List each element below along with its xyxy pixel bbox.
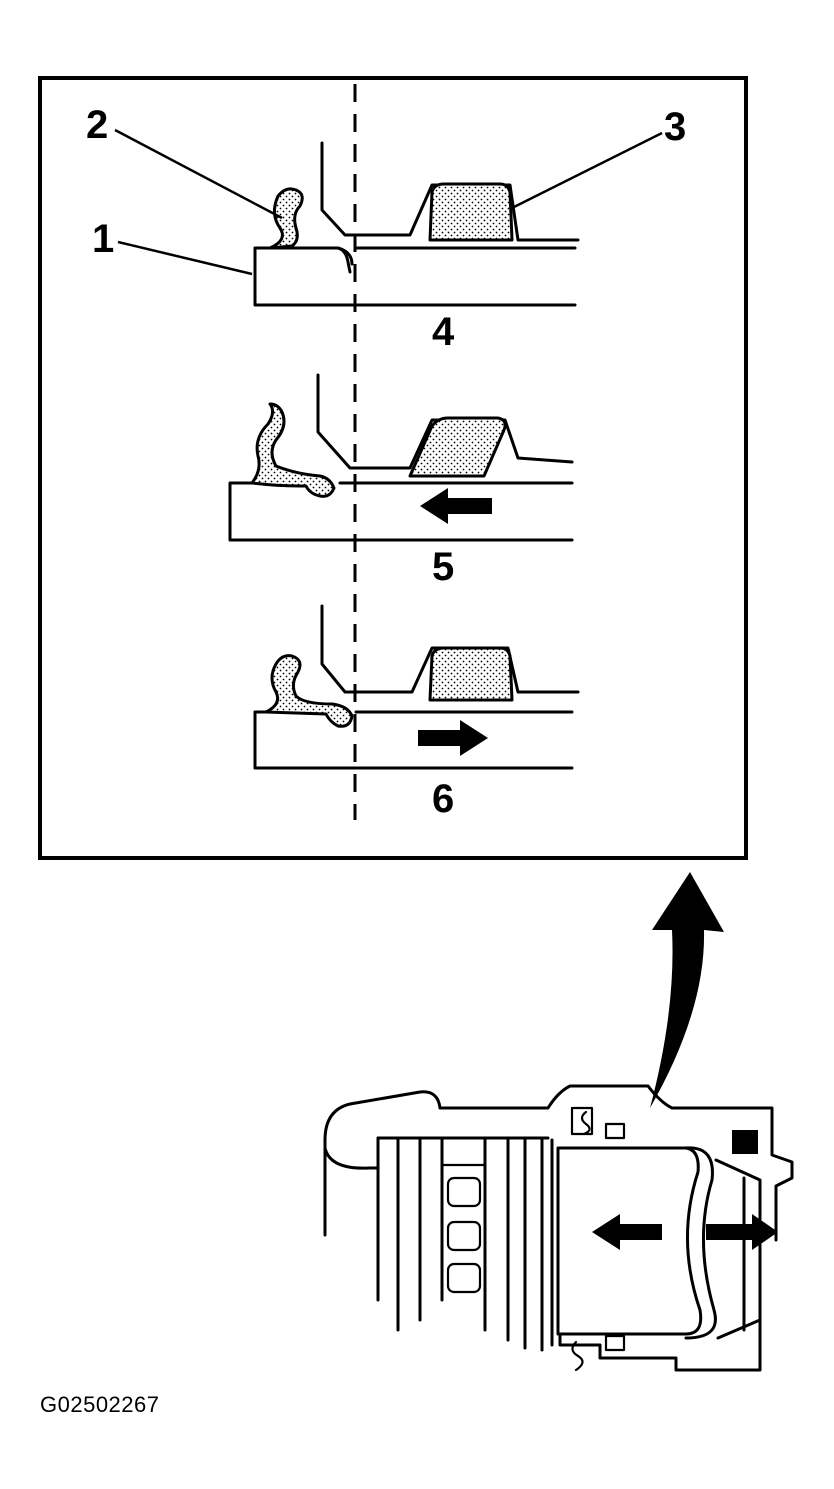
callout-3: 3: [664, 105, 686, 149]
square-seal: [732, 1130, 758, 1154]
callout-1: 1: [92, 217, 114, 261]
leader-1: [117, 240, 253, 276]
caliper-cross-section: [323, 1084, 794, 1372]
stage-6-piston-retracted: [253, 604, 580, 770]
leader-2: [114, 128, 283, 220]
callout-2: 2: [86, 103, 108, 147]
arrow-right-icon: [418, 720, 488, 756]
stage-4-seal-relaxed: [253, 141, 580, 307]
arrow-left-icon: [420, 488, 492, 524]
curved-arrow-icon: [650, 872, 724, 1108]
detail-frame: [38, 76, 748, 860]
piston-arrow-left-icon: [592, 1214, 662, 1250]
callout-6: 6: [432, 777, 454, 821]
stage-5-piston-out: [228, 373, 574, 542]
piston-arrow-right-icon: [706, 1214, 778, 1250]
leader-3: [511, 131, 663, 210]
callout-5: 5: [432, 545, 454, 589]
callout-4: 4: [432, 310, 455, 354]
figure-id: G02502267: [40, 1392, 160, 1417]
